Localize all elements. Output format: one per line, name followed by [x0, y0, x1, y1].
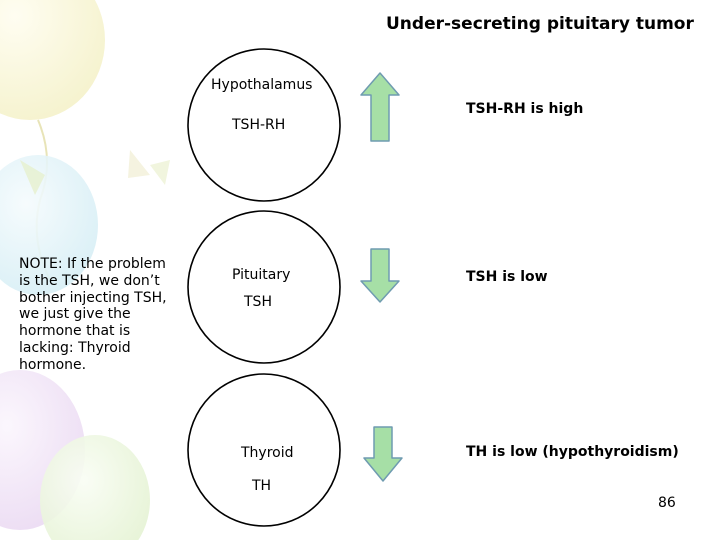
pituitary-circle	[188, 211, 340, 363]
hypothalamus-label: Hypothalamus	[211, 77, 312, 94]
slide-title: Under-secreting pituitary tumor	[386, 14, 694, 34]
status-text-tsh-rh: TSH-RH is high	[466, 101, 583, 118]
tsh-rh-label: TSH-RH	[232, 117, 285, 134]
status-text-tsh: TSH is low	[466, 269, 548, 286]
tsh-label: TSH	[244, 294, 272, 311]
pituitary-label: Pituitary	[232, 267, 290, 284]
note-text: NOTE: If the problem is the TSH, we don’…	[19, 256, 169, 374]
up-arrow-icon	[361, 73, 399, 141]
status-text-th: TH is low (hypothyroidism)	[466, 444, 679, 461]
down-arrow-icon	[364, 427, 402, 481]
down-arrow-icon	[361, 249, 399, 302]
page-number: 86	[658, 495, 676, 512]
th-label: TH	[252, 478, 271, 495]
thyroid-label: Thyroid	[241, 445, 294, 462]
